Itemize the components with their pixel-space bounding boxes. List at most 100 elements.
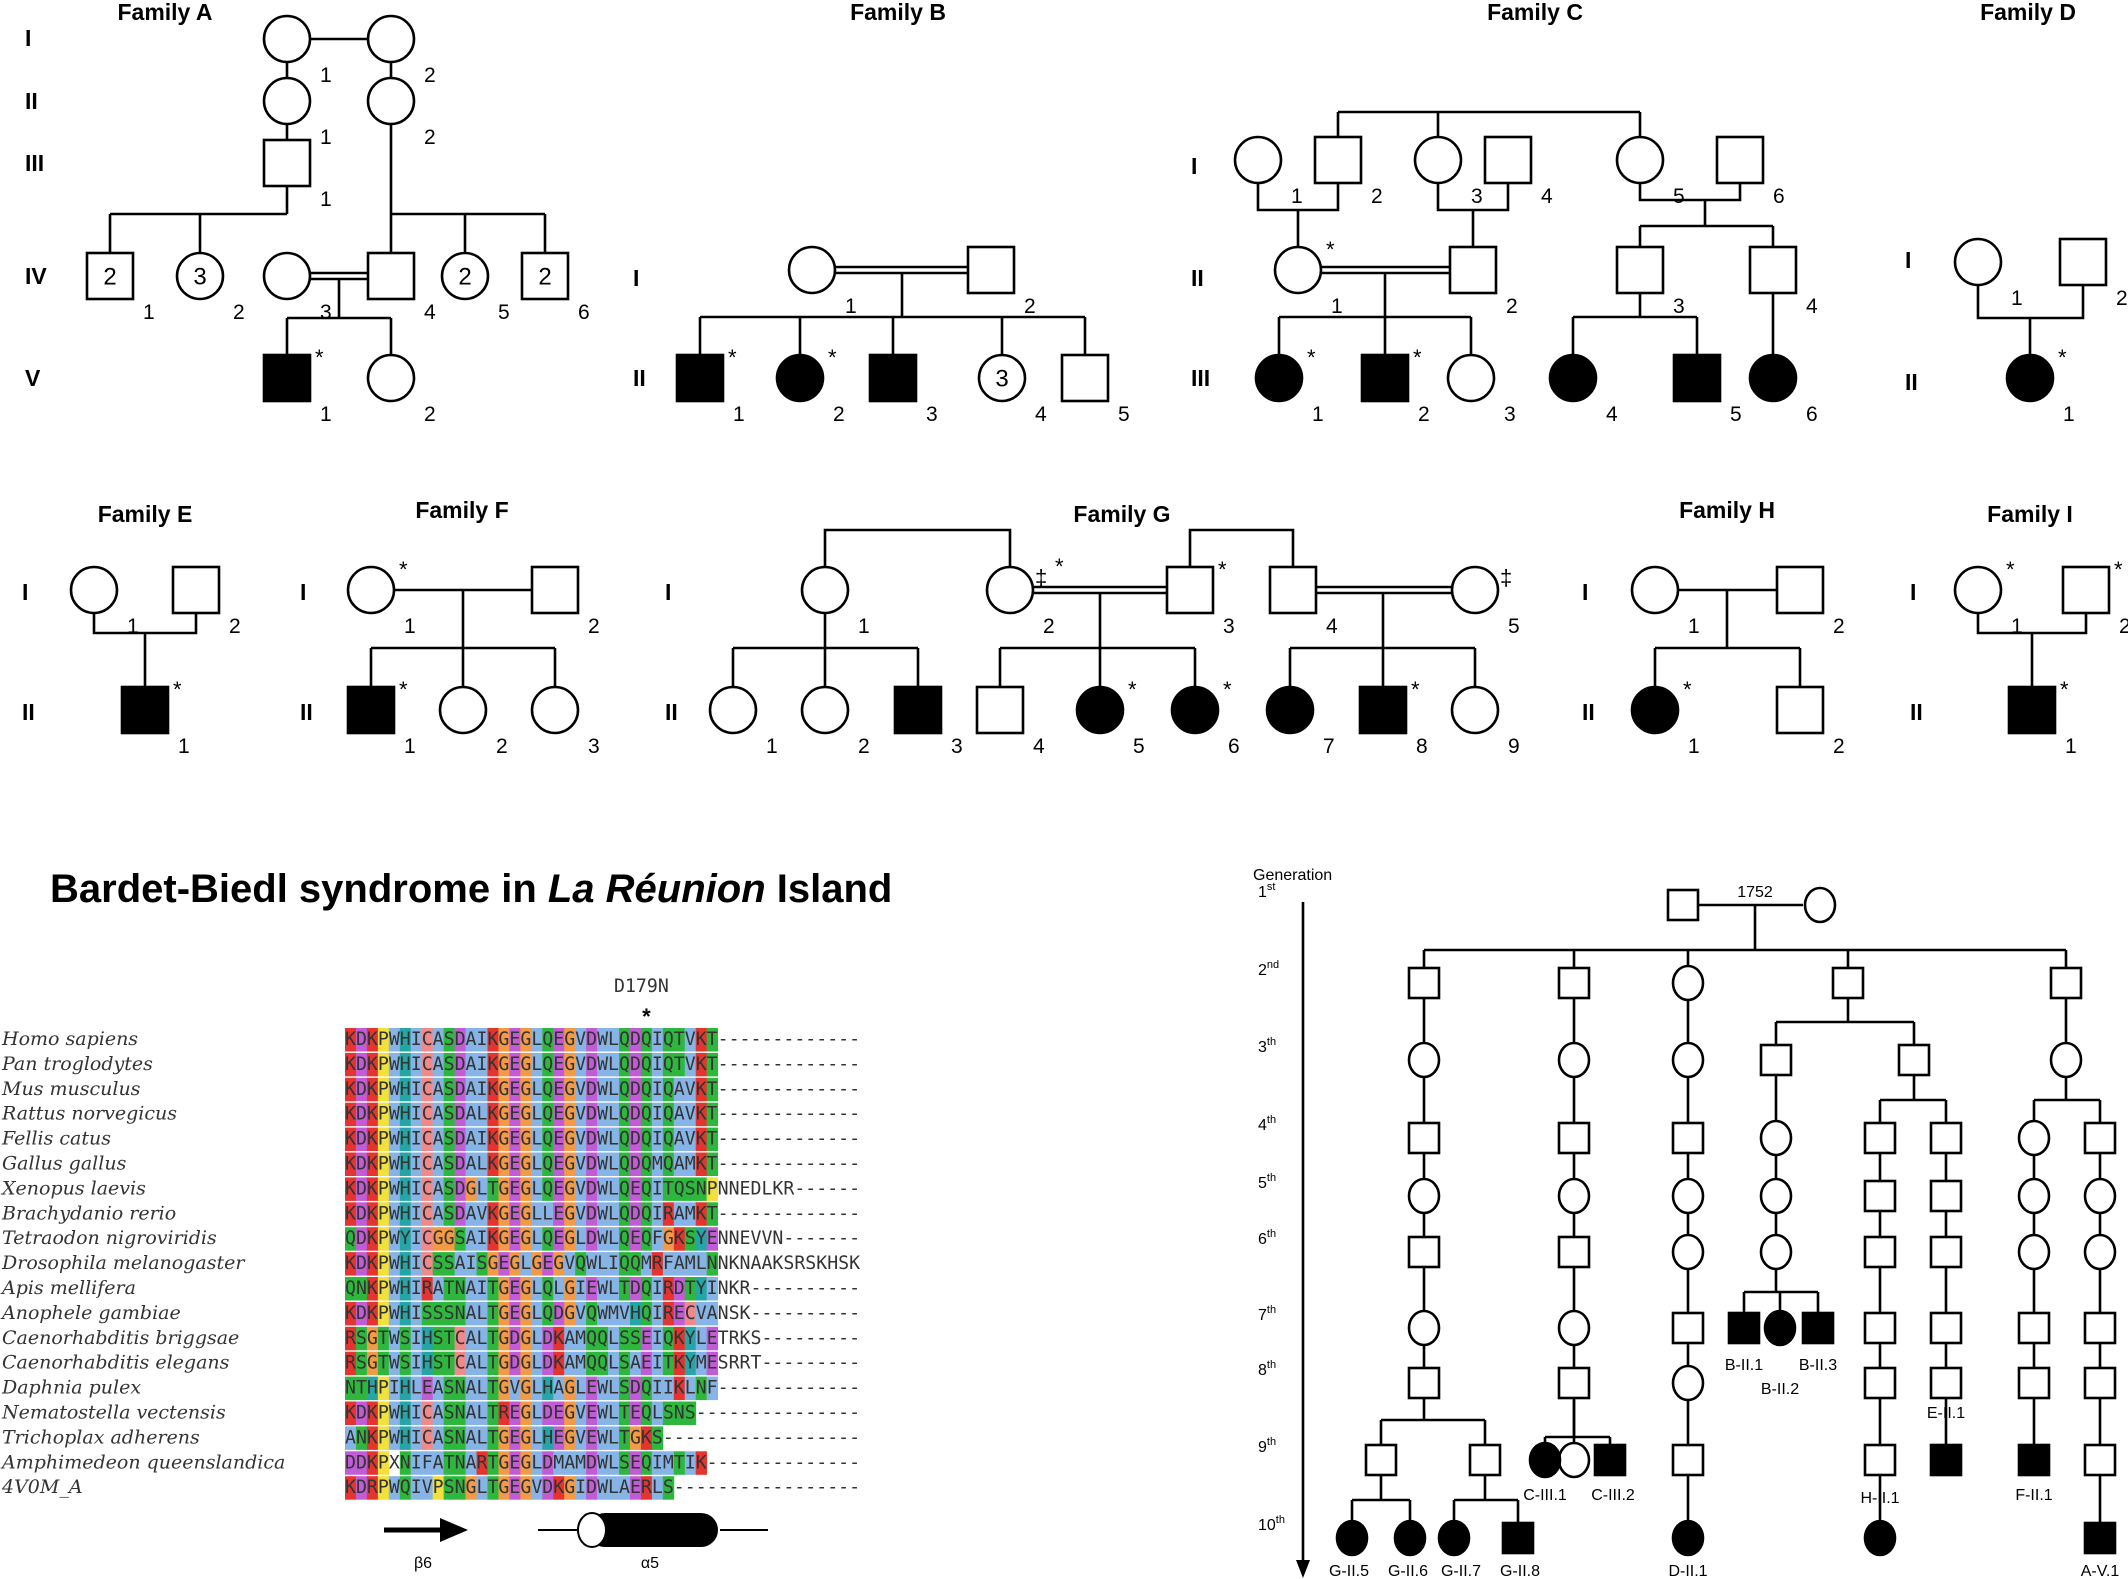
affected-male: [868, 353, 918, 403]
residue-cell: [520, 1028, 532, 1052]
patient-label: G-II.8: [1500, 1563, 1540, 1579]
generation-number: 7th: [1258, 1304, 1276, 1324]
unaffected-female: [1407, 1041, 1441, 1079]
residue-cell: [509, 1301, 521, 1326]
individual-number: 1: [1312, 403, 1324, 426]
residue-cell: [597, 1177, 609, 1201]
residue-cell: [553, 1052, 565, 1077]
individual-number: 2: [496, 735, 508, 758]
residue-cell: [553, 1152, 565, 1176]
residue-cell: [575, 1227, 587, 1251]
residue-cell: [410, 1351, 423, 1376]
unaffected-male: [1863, 1366, 1897, 1400]
generation-label: I: [665, 579, 671, 605]
residue-cell: [421, 1426, 434, 1450]
residue-cell: [443, 1401, 455, 1425]
residue-cell: [619, 1476, 631, 1500]
residue-cell: [695, 1326, 708, 1351]
individual-number: 5: [1508, 615, 1520, 638]
residue-cell: [432, 1028, 445, 1052]
residue-cell: [619, 1326, 631, 1351]
residue-cell: [651, 1202, 664, 1226]
unaffected-female: [800, 565, 850, 615]
residue-cell: [509, 1052, 521, 1077]
generation-axis-arrow: [1296, 1560, 1310, 1578]
residue-cell: [345, 1426, 357, 1450]
residue-cell: [388, 1227, 401, 1251]
residue-cell: [432, 1277, 445, 1301]
residue-cell: [509, 1028, 521, 1052]
residue-cell: [498, 1227, 510, 1251]
residue-cell: [629, 1326, 642, 1351]
residue-cell: [421, 1152, 434, 1176]
unaffected-female: [438, 685, 488, 735]
individual-number: 1: [1291, 185, 1303, 208]
residue-cell: [640, 1301, 653, 1326]
unaffected-male: [1468, 1443, 1502, 1477]
generation-axis-title: Generation: [1253, 867, 1332, 884]
residue-cell: [597, 1152, 609, 1176]
founder-year: 1752: [1737, 884, 1773, 901]
residue-cell: [553, 1476, 565, 1500]
residue-cell: [619, 1351, 631, 1376]
generation-number: 1st: [1258, 881, 1275, 901]
residue-cell: [465, 1177, 477, 1201]
residue-cell: [520, 1052, 532, 1077]
generation-label: II: [22, 699, 35, 725]
unaffected-male: [1557, 1366, 1591, 1400]
residue-cell: [345, 1102, 357, 1127]
residue-cell: [619, 1277, 631, 1301]
sequence-row: QDKPWYICGGSAIKGEGLQEGLDWLQEQFGKSYENNEVVN…: [345, 1228, 860, 1249]
residue-cell: [608, 1301, 620, 1326]
residue-cell: [695, 1152, 708, 1176]
residue-cell: [410, 1152, 423, 1176]
residue-cell: [520, 1152, 532, 1176]
residue-cell: [345, 1252, 357, 1276]
residue-cell: [662, 1202, 675, 1226]
residue-cell: [377, 1476, 390, 1500]
residue-cell: [454, 1102, 466, 1127]
unaffected-male: [262, 138, 312, 188]
residue-cell: [520, 1451, 532, 1475]
residue-cell: [564, 1476, 576, 1500]
unaffected-male: [1671, 1443, 1705, 1477]
sequence-row: KDKPWHICASDAVKGEGLLEGVDWLQDQIRAMKT------…: [345, 1203, 860, 1224]
residue-cell: [586, 1102, 598, 1127]
residue-cell: [706, 1052, 719, 1077]
residue-cell: [355, 1102, 368, 1127]
sequence-row: KDKPWHICASDALKGEGLQEGVDWLQDQIQAVKT------…: [345, 1104, 860, 1125]
residue-cell: [586, 1152, 598, 1176]
individual-number: 3: [951, 735, 963, 758]
residue-cell: [498, 1426, 510, 1450]
residue-cell: [377, 1127, 390, 1152]
residue-cell: [597, 1102, 609, 1127]
residue-cell: [542, 1401, 554, 1425]
patient-label: H-II.1: [1860, 1490, 1899, 1507]
residue-cell: [662, 1351, 675, 1376]
individual-number: 7: [1323, 735, 1335, 758]
unaffected-male: [1715, 135, 1765, 185]
residue-cell: [410, 1052, 423, 1077]
unaffected-male: [1268, 565, 1318, 615]
residue-cell: [651, 1077, 664, 1102]
residue-cell: [465, 1326, 477, 1351]
individual-number: 1: [2011, 615, 2023, 638]
affected-female: [1437, 1519, 1471, 1557]
residue-cell: [498, 1252, 510, 1276]
residue-cell: [421, 1077, 434, 1102]
unaffected-male: [1407, 1235, 1441, 1269]
affected-female: [1630, 685, 1680, 735]
residue-cell: [651, 1127, 664, 1152]
individual-number: 8: [1416, 735, 1428, 758]
residue-cell: [706, 1152, 719, 1176]
residue-cell: [476, 1102, 488, 1127]
individual-number: 2: [1418, 403, 1430, 426]
residue-cell: [640, 1476, 653, 1500]
residue-cell: [662, 1376, 675, 1401]
individual-number: 2: [1371, 185, 1383, 208]
residue-cell: [432, 1326, 445, 1351]
sequenced-marker: *: [1307, 345, 1316, 370]
